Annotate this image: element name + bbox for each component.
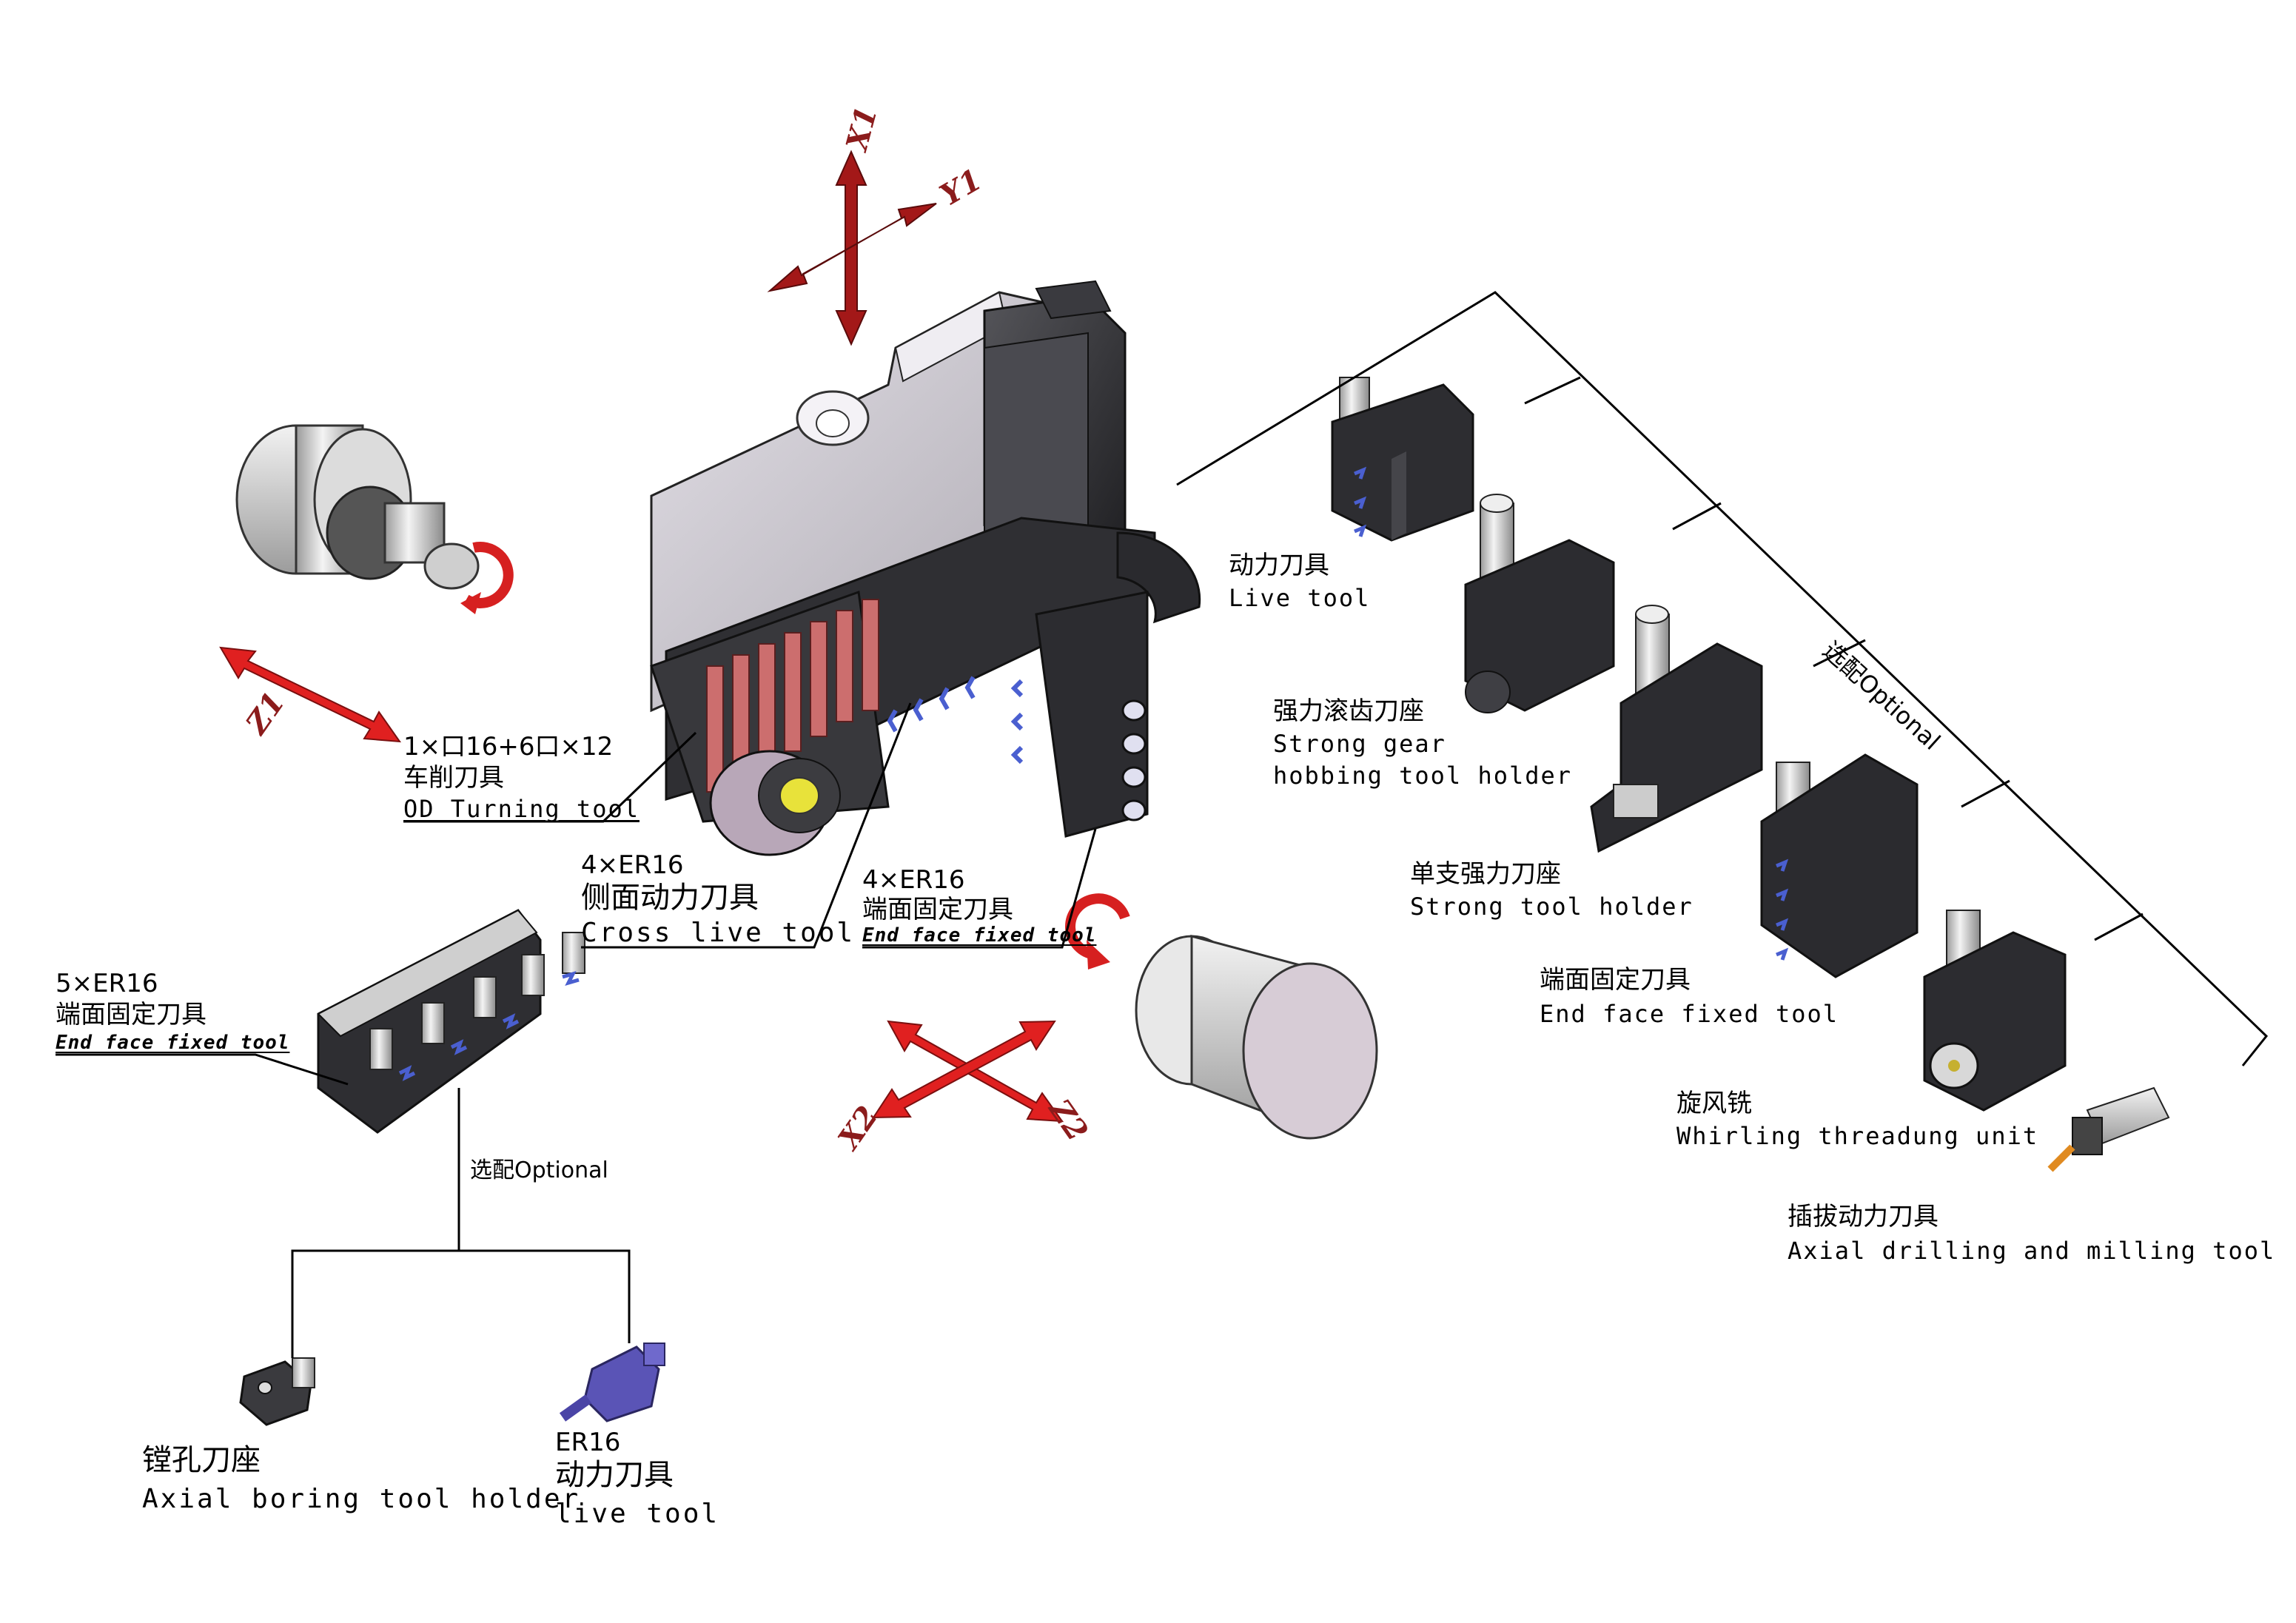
strong-tool-holder-icon [1590,605,1763,853]
gear-hobbing-en1: Strong gear [1273,730,1446,758]
main-spindle [235,424,514,614]
whirling-cn: 旋风铣 [1676,1089,1752,1118]
end-fixed-4-en: End face fixed tool [862,924,1097,947]
leader-lines [56,291,2269,1358]
end-face-fixed-block-5 [317,909,585,1134]
end-fixed-5-cn: 端面固定刀具 [56,1000,207,1029]
er16-live-spec: ER16 [555,1428,621,1457]
whirling-unit-icon [1923,910,2067,1112]
er16-live-cn: 动力刀具 [555,1458,674,1492]
optional-left-label: 选配Optional [470,1157,608,1183]
axial-drill-en: Axial drilling and milling tool [1788,1237,2276,1265]
end-fixed-4-cn: 端面固定刀具 [862,895,1013,924]
sub-spindle [1065,893,1378,1140]
er16-live-tool-icon [559,1343,665,1422]
end-fixed-right-en: End face fixed tool [1540,1000,1839,1028]
whirling-en: Whirling threadung unit [1676,1122,2039,1150]
end-fixed-right-cn: 端面固定刀具 [1540,965,1691,995]
gear-hobbing-cn: 强力滚齿刀座 [1273,696,1424,726]
strong-holder-cn: 单支强力刀座 [1410,859,1561,889]
axial-drill-tool-icon [2047,1086,2170,1172]
end-fixed-5-spec: 5×ER16 [56,969,158,998]
gear-hobbing-holder-icon [1464,494,1615,713]
end-face-fixed-right-icon [1760,753,1919,978]
cross-live-spec: 4×ER16 [581,850,684,880]
cross-live-en: Cross live tool [581,918,856,948]
x1-y1-axis-arrows [767,149,937,346]
od-turning-cn: 车削刀具 [403,763,504,793]
end-fixed-4-spec: 4×ER16 [862,865,965,895]
strong-holder-en: Strong tool holder [1410,893,1694,921]
live-tool-en: Live tool [1229,584,1371,612]
x2-z2-axis-arrows [872,1020,1064,1123]
boring-en: Axial boring tool holder [142,1484,581,1514]
main-turret-assembly [650,280,1201,856]
boring-holder-icon [239,1357,315,1426]
od-turning-en: OD Turning tool [403,795,640,823]
boring-cn: 镗孔刀座 [142,1443,261,1477]
live-tool-icon [1331,377,1474,542]
z1-axis-arrow [219,646,402,743]
gear-hobbing-en2: hobbing tool holder [1273,762,1573,790]
cross-live-cn: 侧面动力刀具 [581,881,759,915]
er16-live-en: live tool [555,1499,720,1529]
end-fixed-5-en: End face fixed tool [56,1032,290,1054]
od-turning-spec: 1×口16+6口×12 [403,732,614,762]
axial-drill-cn: 插拔动力刀具 [1788,1202,1938,1231]
live-tool-cn: 动力刀具 [1229,551,1329,580]
